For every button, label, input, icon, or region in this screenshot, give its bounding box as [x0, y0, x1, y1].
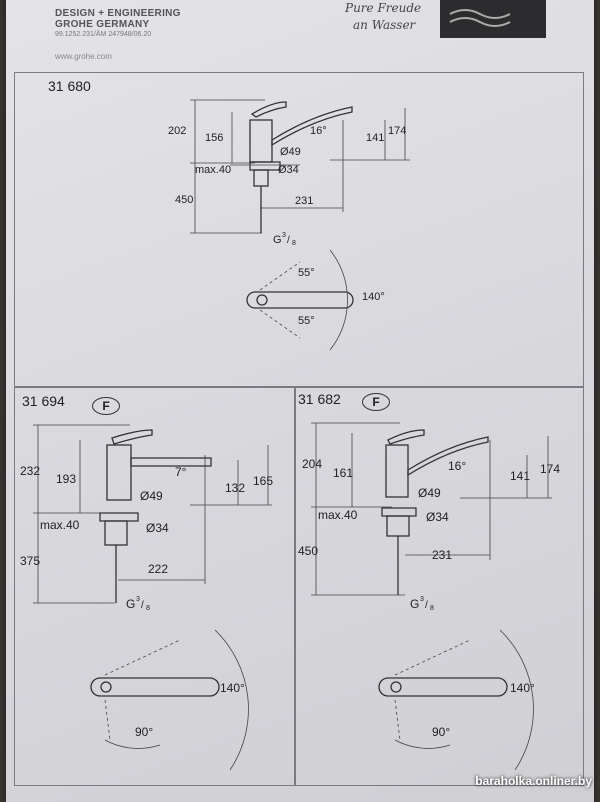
- height-body-label: 156: [205, 132, 223, 144]
- spout-height-label: 174: [540, 462, 560, 476]
- hose-length-label: 450: [298, 544, 318, 558]
- spout-angle-label: 16°: [448, 459, 466, 473]
- hole-diameter-label: Ø34: [426, 510, 449, 524]
- hose-length-label: 450: [175, 194, 193, 206]
- thread-denominator: 8: [430, 605, 434, 612]
- swivel-total-label: 140°: [362, 291, 385, 303]
- thread-slash: /: [425, 600, 428, 611]
- model-number-31682: 31 682: [298, 391, 341, 407]
- spout-angle-label: 7°: [175, 465, 187, 479]
- outlet-height-label: 141: [366, 132, 384, 144]
- thread-numerator: 3: [136, 596, 140, 603]
- height-total-label: 232: [20, 464, 40, 478]
- height-total-label: 202: [168, 125, 186, 137]
- grohe-logo: [440, 0, 546, 38]
- slogan: Pure Freude an Wasser: [345, 0, 421, 34]
- body-diameter-label: Ø49: [140, 489, 163, 503]
- thread-denominator: 8: [146, 605, 150, 612]
- height-body-label: 193: [56, 472, 76, 486]
- document-reference: 99.1252.231/ÄM 247948/06.20: [55, 31, 152, 38]
- max-thickness-label: max.40: [318, 508, 358, 522]
- panel-left-frame: [14, 386, 296, 786]
- swivel-angle-label: 90°: [432, 725, 450, 739]
- spout-height-label: 165: [253, 474, 273, 488]
- website-url: www.grohe.com: [55, 52, 112, 61]
- panel-top-frame: [14, 72, 584, 388]
- reach-label: 231: [295, 195, 313, 207]
- height-body-label: 161: [333, 466, 353, 480]
- swivel-angle-label: 55°: [298, 315, 315, 327]
- f-badge: F: [362, 393, 390, 411]
- header-line2: GROHE GERMANY: [55, 19, 150, 30]
- swivel-total-label: 140°: [220, 681, 245, 695]
- header-line1: DESIGN + ENGINEERING: [55, 8, 181, 19]
- watermark: baraholka.onliner.by: [475, 774, 592, 788]
- height-total-label: 204: [302, 457, 322, 471]
- thread-label: G: [273, 234, 282, 246]
- model-number-31694: 31 694: [22, 393, 65, 409]
- f-badge: F: [92, 397, 120, 415]
- thread-denominator: 8: [292, 240, 296, 247]
- slogan-line2: an Wasser: [353, 18, 416, 32]
- model-number-31680: 31 680: [48, 78, 91, 94]
- spout-height-label: 174: [388, 125, 406, 137]
- thread-slash: /: [287, 235, 290, 246]
- thread-label: G: [410, 597, 419, 611]
- outlet-height-label: 132: [225, 481, 245, 495]
- spout-angle-label: 16°: [310, 125, 327, 137]
- wave-logo-icon: [449, 9, 511, 27]
- header-brand: DESIGN + ENGINEERING GROHE GERMANY: [55, 8, 181, 30]
- swivel-angle-label: 55°: [298, 267, 315, 279]
- hole-diameter-label: Ø34: [146, 521, 169, 535]
- reach-label: 231: [432, 548, 452, 562]
- swivel-total-label: 140°: [510, 681, 535, 695]
- panel-right-frame: [294, 386, 584, 786]
- swivel-angle-label: 90°: [135, 725, 153, 739]
- body-diameter-label: Ø49: [418, 486, 441, 500]
- thread-slash: /: [141, 600, 144, 611]
- outlet-height-label: 141: [510, 469, 530, 483]
- thread-numerator: 3: [420, 596, 424, 603]
- thread-numerator: 3: [282, 232, 286, 239]
- body-diameter-label: Ø49: [280, 146, 301, 158]
- slogan-line1: Pure Freude: [345, 1, 422, 15]
- max-thickness-label: max.40: [40, 518, 80, 532]
- reach-label: 222: [148, 562, 168, 576]
- max-thickness-label: max.40: [195, 164, 231, 176]
- thread-label: G: [126, 597, 135, 611]
- hole-diameter-label: Ø34: [278, 164, 299, 176]
- hose-length-label: 375: [20, 554, 40, 568]
